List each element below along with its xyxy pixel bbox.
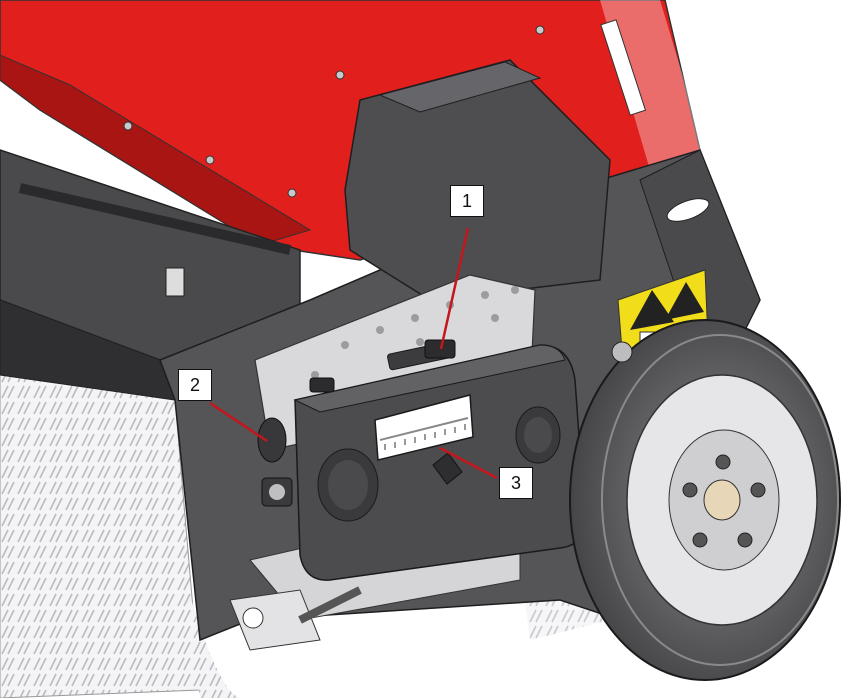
- transport-wheel: [569, 319, 841, 681]
- callout-2: 2: [178, 369, 212, 401]
- leader-lines: [209, 227, 498, 480]
- leader-line-2: [209, 401, 268, 443]
- adjustment-knob: [309, 339, 456, 393]
- gearbox: [257, 339, 586, 581]
- scale-window: [374, 394, 474, 461]
- callout-3: 3: [499, 467, 533, 499]
- callout-1: 1: [450, 185, 484, 217]
- brush-roller: [0, 374, 610, 698]
- locking-lever: [257, 417, 293, 507]
- leader-line-1: [439, 227, 470, 350]
- leader-line-3: [439, 446, 498, 480]
